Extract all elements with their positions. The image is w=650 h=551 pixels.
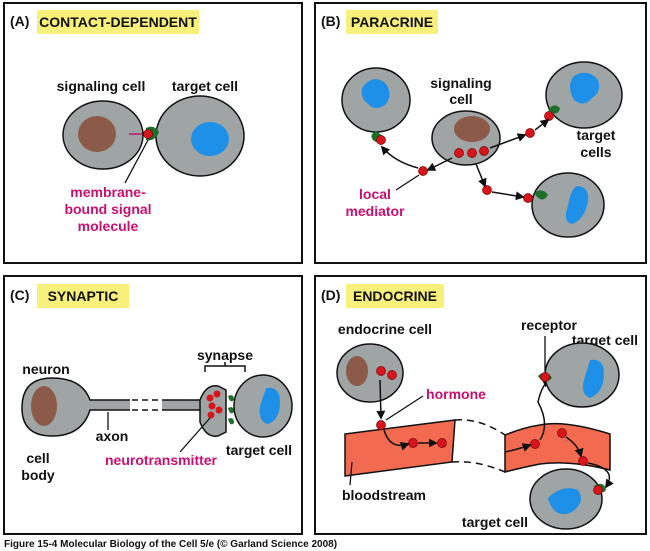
panel-a-title-bg <box>37 10 199 34</box>
signaling-cell-nucleus <box>78 116 116 152</box>
label-target-2: cells <box>580 144 611 160</box>
label-cell-body-1: cell <box>26 450 49 466</box>
paracrine-target-cell-3 <box>531 172 605 238</box>
signal-leader-line <box>124 139 149 184</box>
label-cell-body-2: body <box>21 467 55 483</box>
panel-synaptic: (C) SYNAPTIC neuron synapse axon cell bo… <box>3 275 303 535</box>
panel-paracrine: (B) PARACRINE signaling cell <box>314 2 647 264</box>
label-neurotransmitter: neurotransmitter <box>105 452 218 468</box>
panel-b-title-bg <box>346 10 438 34</box>
receptor-icon <box>534 190 548 200</box>
panel-endocrine: (D) ENDOCRINE endocrine cell receptor ta… <box>314 275 647 535</box>
label-receptor: receptor <box>521 317 578 333</box>
label-target-cell: target cell <box>172 78 238 94</box>
label-target-1: target <box>577 127 616 143</box>
panel-a-letter: (A) <box>10 13 29 29</box>
figure-caption: Figure 15-4 Molecular Biology of the Cel… <box>4 539 337 550</box>
label-signal-3: molecule <box>78 218 139 234</box>
neuron-nucleus <box>31 386 57 426</box>
label-synaptic-target-cell: target cell <box>226 442 292 458</box>
label-mediator-2: mediator <box>345 203 405 219</box>
panel-d-title-bg <box>346 284 444 308</box>
panel-d-letter: (D) <box>321 287 340 303</box>
panel-a-title: CONTACT-DEPENDENT <box>39 14 197 30</box>
label-axon: axon <box>96 428 129 444</box>
panel-c-title-bg <box>37 284 129 308</box>
receptor-icon <box>548 105 560 114</box>
panel-c-title: SYNAPTIC <box>48 288 119 304</box>
label-signaling-1: signaling <box>430 75 491 91</box>
target-cell-nucleus <box>191 122 229 156</box>
label-neuron: neuron <box>22 361 69 377</box>
label-signal-2: bound signal <box>64 201 151 217</box>
label-endocrine-cell: endocrine cell <box>338 321 432 337</box>
endocrine-target-cell-top <box>544 342 620 408</box>
label-hormone: hormone <box>426 386 486 402</box>
label-signaling-2: cell <box>449 91 472 107</box>
panel-contact-dependent: (A) CONTACT-DEPENDENT signaling cell tar… <box>3 2 303 264</box>
label-synapse: synapse <box>197 347 253 363</box>
label-target-cell-bottom: target cell <box>462 514 528 530</box>
signal-molecule <box>143 129 153 139</box>
label-signal-1: membrane- <box>70 184 146 200</box>
panel-d-title: ENDOCRINE <box>353 288 437 304</box>
panel-c-letter: (C) <box>10 287 29 303</box>
paracrine-signaling-nucleus <box>454 116 490 142</box>
panel-b-title: PARACRINE <box>351 14 433 30</box>
label-signaling-cell: signaling cell <box>57 78 146 94</box>
panel-b-letter: (B) <box>321 13 340 29</box>
label-mediator-1: local <box>359 186 391 202</box>
label-bloodstream: bloodstream <box>342 487 426 503</box>
